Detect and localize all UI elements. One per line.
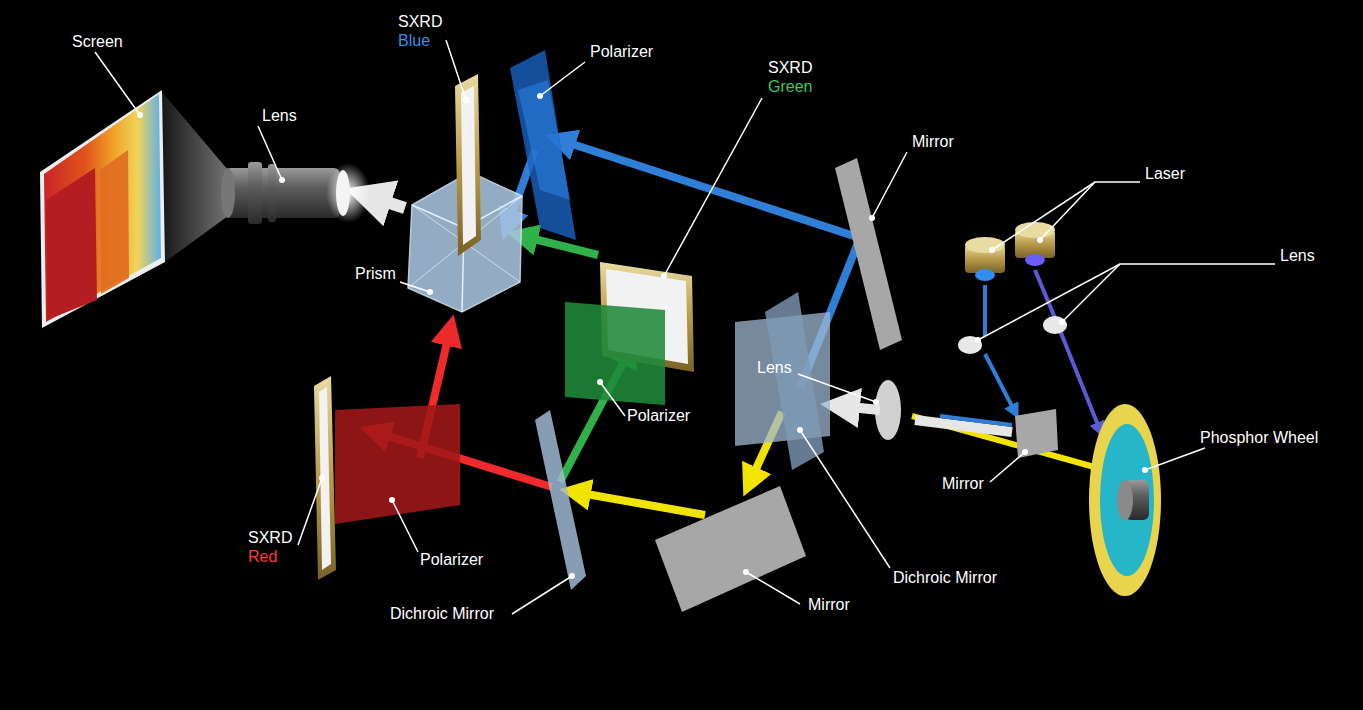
part-label: Dichroic Mirror (893, 568, 997, 587)
part-label: SXRD Blue (398, 12, 456, 50)
part-label: Prism (355, 264, 396, 283)
part-label: Lens (757, 358, 792, 377)
part-label: Mirror (808, 595, 850, 614)
part-label: Polarizer (420, 550, 483, 569)
part-label: SXRD Red (248, 528, 306, 566)
part-label: Screen (72, 32, 123, 51)
part-label: SXRD Green (768, 58, 826, 96)
part-label: Dichroic Mirror (390, 604, 494, 623)
part-label: Polarizer (590, 42, 653, 61)
part-label: Lens (1280, 246, 1315, 265)
part-label: Mirror (912, 132, 954, 151)
part-label: Laser (1145, 164, 1185, 183)
part-label: Mirror (942, 474, 984, 493)
part-label: Phosphor Wheel (1200, 428, 1318, 447)
part-label: Polarizer (627, 406, 690, 425)
part-label: Lens (262, 106, 297, 125)
